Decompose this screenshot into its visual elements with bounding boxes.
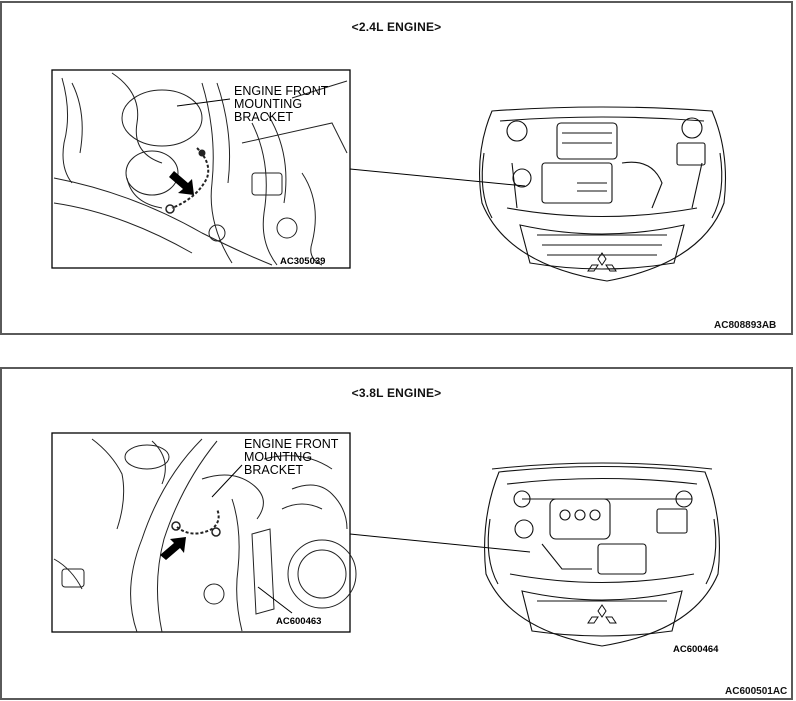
diagram-2-4l: ENGINE FRONT MOUNTING BRACKET AC305039 <box>51 69 726 282</box>
callout-line-3: BRACKET <box>244 463 303 477</box>
car-front-3-8l <box>484 465 720 647</box>
inset-leader <box>349 168 526 187</box>
arrow-icon <box>169 171 194 195</box>
car-code-3-8l: AC600464 <box>673 644 719 655</box>
inset-leader <box>349 533 531 553</box>
detail-code-2-4l: AC305039 <box>280 256 325 267</box>
panel-title-3-8l: <3.8L ENGINE> <box>351 386 442 400</box>
detail-code-3-8l: AC600463 <box>276 616 321 627</box>
diagram-3-8l: ENGINE FRONT MOUNTING BRACKET AC600463 <box>51 432 720 655</box>
callout-line-2: MOUNTING <box>234 97 302 111</box>
three-diamond-logo-icon <box>587 604 617 624</box>
panel-title-2-4l: <2.4L ENGINE> <box>351 20 442 34</box>
callout-leader <box>176 98 231 107</box>
panel-code-2-4l: AC808893AB <box>714 320 777 331</box>
car-front-2-4l <box>478 106 726 282</box>
callout-line-3: BRACKET <box>234 110 293 124</box>
callout-line-1: ENGINE FRONT <box>244 437 339 451</box>
arrow-icon <box>160 537 186 560</box>
hood-edge <box>491 462 713 470</box>
panel-3-8l-engine: <3.8L ENGINE> <box>0 367 793 700</box>
detail-inset-drawing <box>53 72 348 266</box>
detail-inset-frame <box>51 69 351 269</box>
panel-2-4l-engine: <2.4L ENGINE> <box>0 1 793 335</box>
panel-code-3-8l: AC600501AC <box>725 686 788 697</box>
detail-code-leader <box>257 586 293 614</box>
detail-inset-drawing <box>53 438 357 633</box>
callout-leader <box>211 464 243 498</box>
callout-line-1: ENGINE FRONT <box>234 84 329 98</box>
callout-line-2: MOUNTING <box>244 450 312 464</box>
three-diamond-logo-icon <box>587 252 617 272</box>
